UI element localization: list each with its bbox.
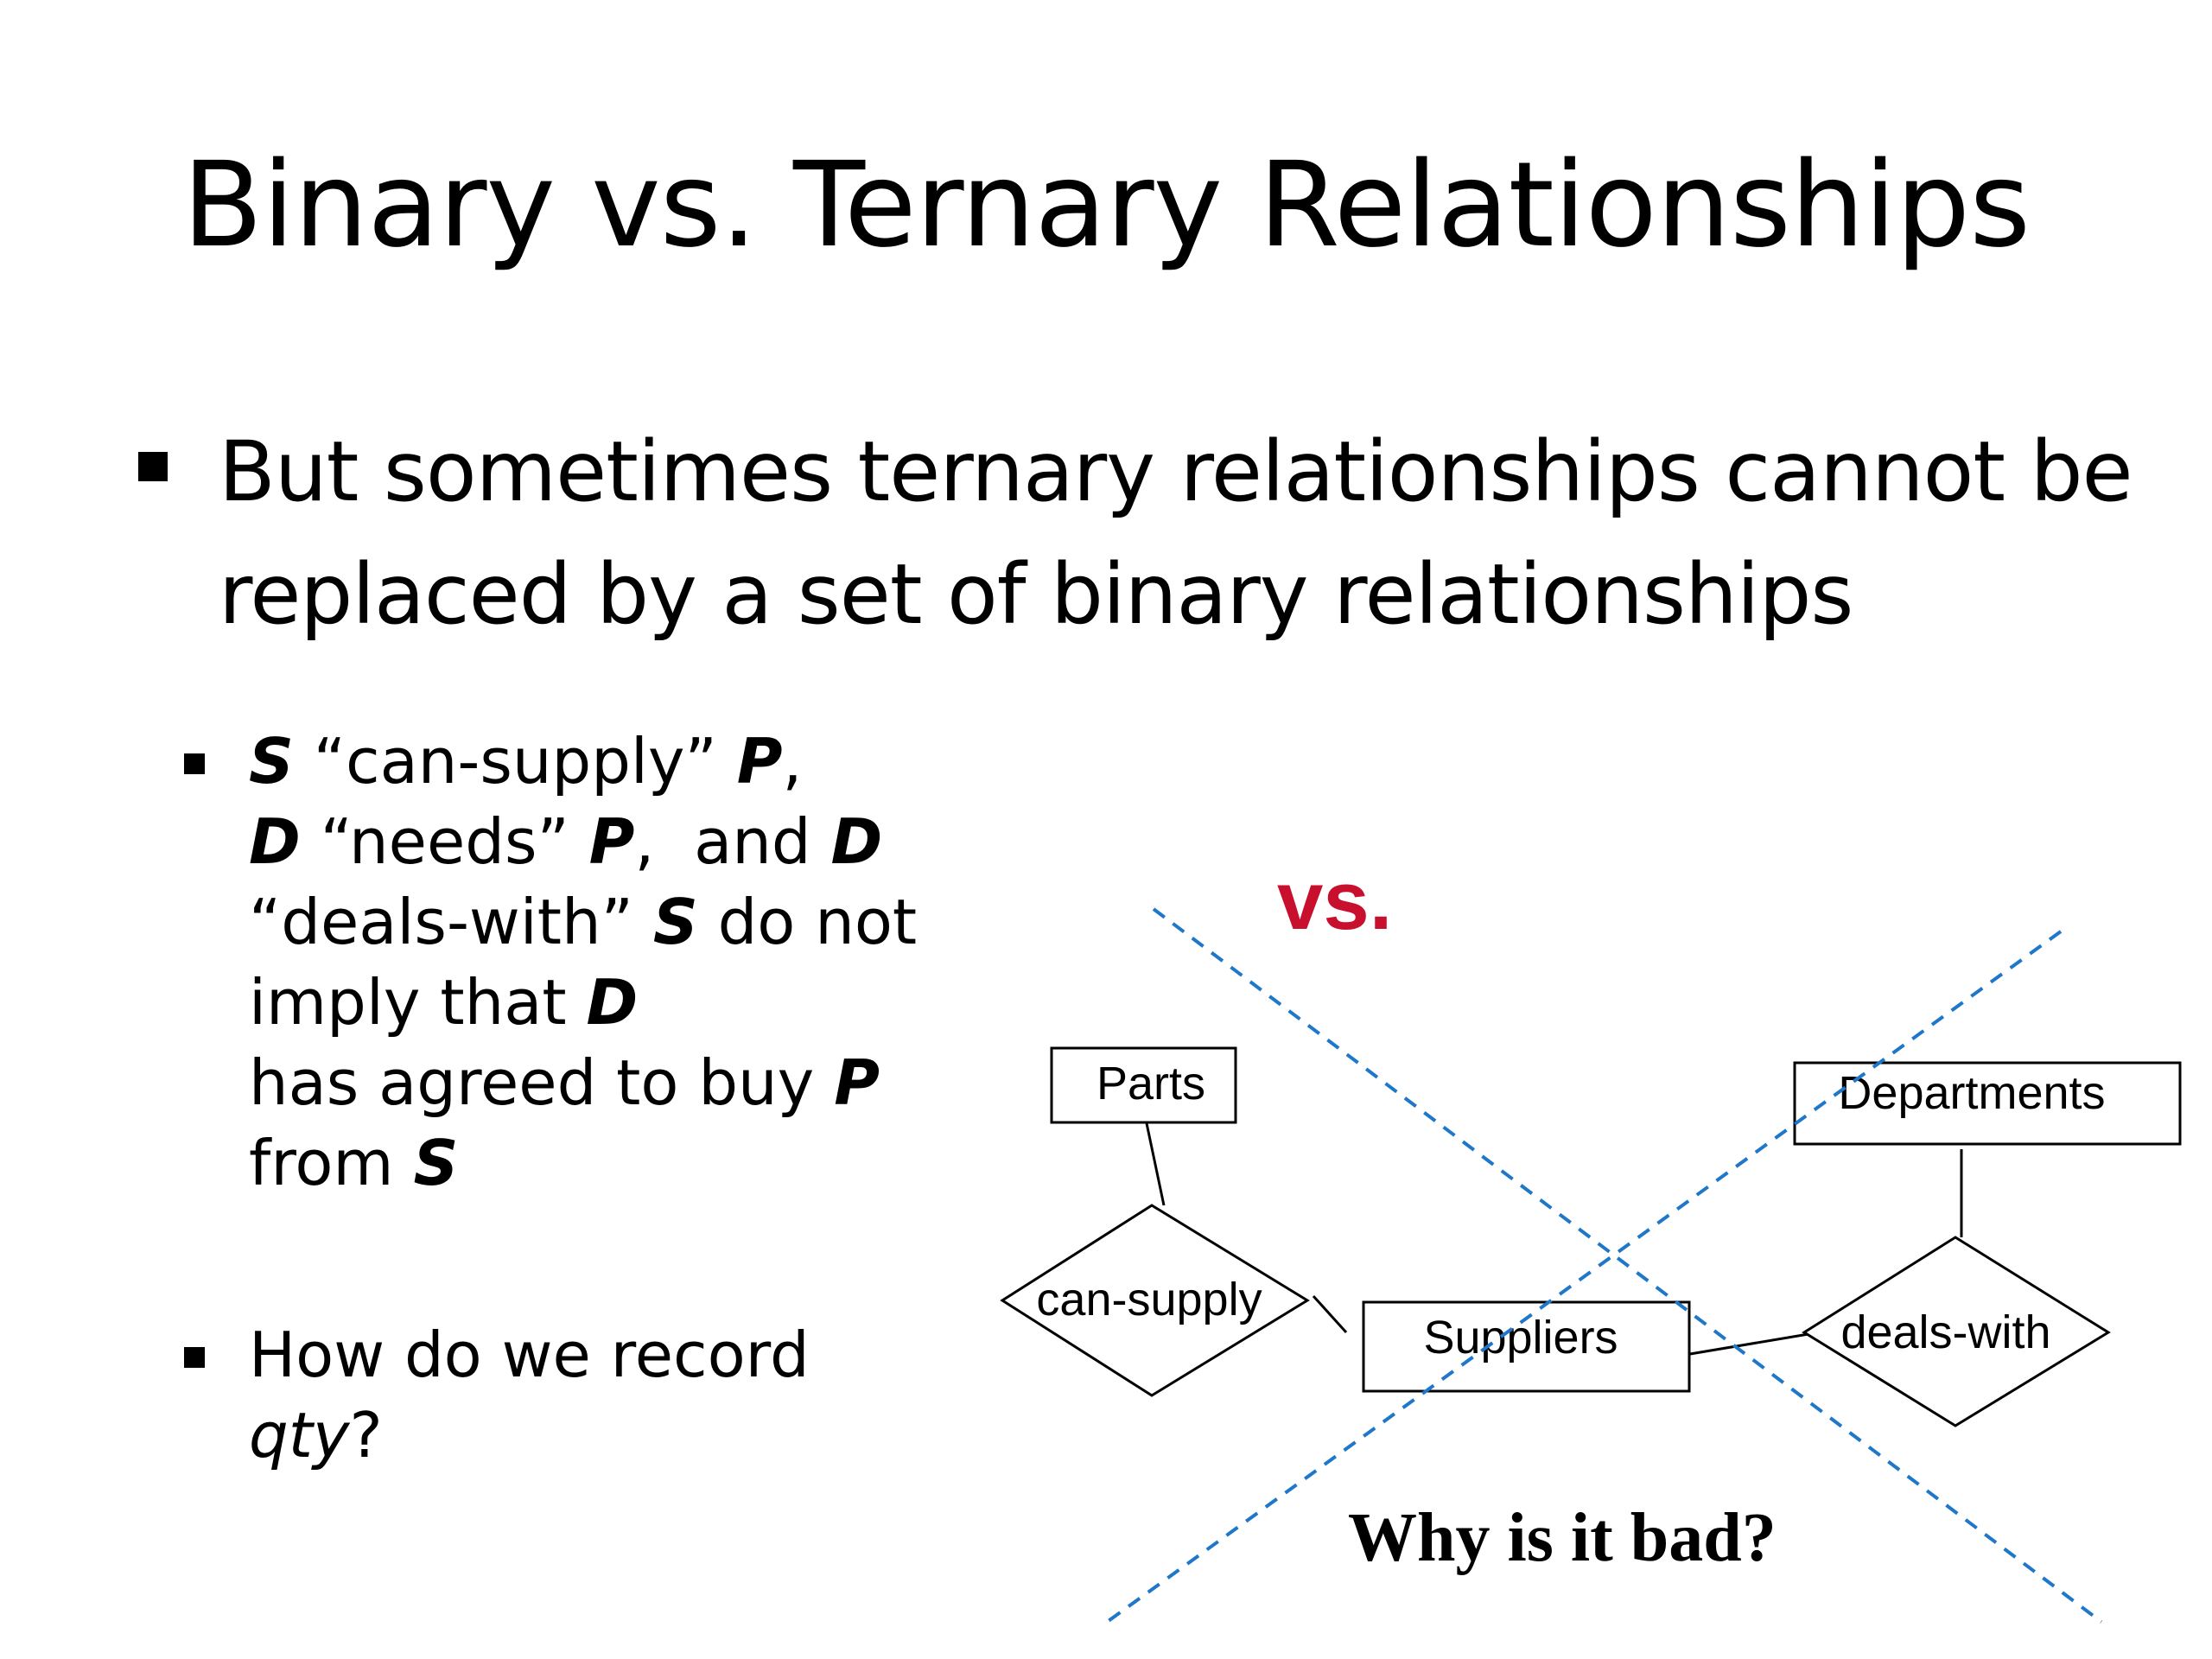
relationship-deals-with	[1802, 1236, 2111, 1427]
sub-bullet-text: How do we record qty?	[249, 1319, 810, 1471]
cross-out-line-2	[1104, 930, 2063, 1624]
main-bullet-text: But sometimes ternary relationships cann…	[219, 423, 2133, 643]
edge-can-supply-suppliers	[1312, 1294, 1348, 1334]
relationship-deals-with-label: deals-with	[1840, 1306, 2050, 1358]
sub-bullet-text: S “can-supply” P, D “needs” P, and D “de…	[249, 725, 918, 1199]
entity-parts	[1050, 1046, 1237, 1124]
vs-label: vs.	[1277, 855, 1393, 947]
relationship-can-supply-label: can-supply	[1036, 1274, 1262, 1325]
edge-parts-can-supply	[1145, 1122, 1166, 1206]
edge-suppliers-deals-with	[1684, 1332, 1809, 1357]
entity-departments-label: Departments	[1838, 1067, 2105, 1119]
entity-suppliers-label: Suppliers	[1423, 1312, 1618, 1363]
square-bullet-icon	[138, 452, 168, 481]
why-bad-label: Why is it bad?	[1348, 1500, 1777, 1576]
relationship-can-supply	[1000, 1204, 1310, 1397]
square-bullet-icon	[184, 753, 205, 774]
entity-parts-label: Parts	[1096, 1058, 1205, 1109]
cross-out-line-1	[1152, 907, 2103, 1624]
square-bullet-icon	[184, 1347, 205, 1368]
slide-title: Binary vs. Ternary Relationships	[181, 137, 2031, 274]
